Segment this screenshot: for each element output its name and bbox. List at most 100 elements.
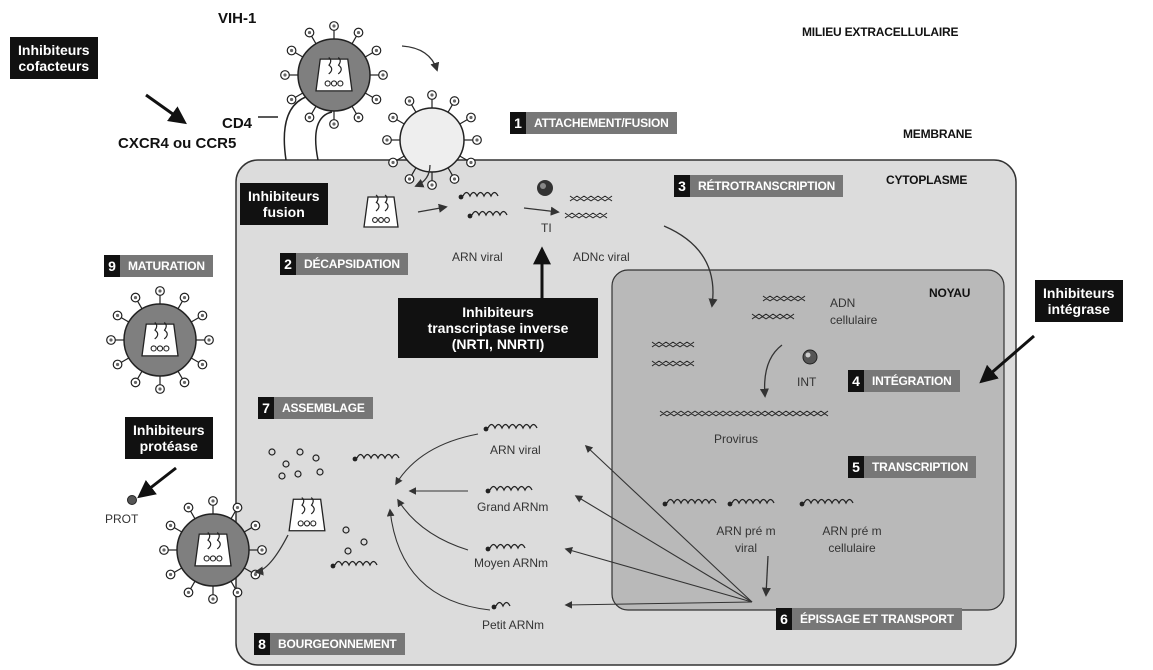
nuclear-dna-1 (651, 341, 695, 348)
assembly-rna-2 (334, 560, 378, 567)
inhibitor-rt-line3: (NRTI, NNRTI) (451, 336, 545, 352)
step-label: TRANSCRIPTION (864, 456, 977, 478)
step-label: DÉCAPSIDATION (296, 253, 408, 275)
arn-pre-m-cellulaire-label: ARN pré m cellulaire (800, 523, 904, 557)
step-number: 4 (848, 370, 864, 392)
step-5-transcription: 5 TRANSCRIPTION (848, 456, 977, 478)
prot-label: PROT (105, 512, 139, 526)
step-label: ÉPISSAGE ET TRANSPORT (792, 608, 962, 630)
step-1-attachement-fusion: 1 ATTACHEMENT/FUSION (510, 112, 677, 134)
inhibitor-cofactors-line2: cofacteurs (18, 58, 90, 74)
provirus-strand (659, 410, 829, 417)
arn-pre-m-cellulaire (803, 498, 854, 505)
inhibitor-protease-line2: protéase (139, 438, 198, 454)
int-label: INT (797, 375, 817, 389)
virus-label: VIH-1 (218, 10, 257, 27)
petit-arnm (495, 601, 511, 608)
arn-pre-m-cell-line1: ARN pré m (822, 524, 882, 538)
inhibitor-fusion: Inhibiteurs fusion (240, 183, 328, 225)
virus-hiv-1 (280, 21, 388, 129)
step-3-retrotranscription: 3 RÉTROTRANSCRIPTION (674, 175, 844, 197)
inhibitor-protease-line1: Inhibiteurs (133, 422, 205, 438)
inhibitor-protease: Inhibiteurs protéase (125, 417, 213, 459)
arn-viral-strand-2 (471, 210, 508, 217)
step-number: 9 (104, 255, 120, 277)
adnc-strand-2 (564, 212, 608, 219)
assembly-protein (316, 468, 324, 476)
petit-arnm-label: Petit ARNm (482, 618, 545, 632)
arn-viral-2-label: ARN viral (490, 443, 541, 457)
assembly-protein (344, 547, 352, 555)
assembly-protein (312, 454, 320, 462)
coreceptor-label: CXCR4 ou CCR5 (118, 135, 237, 152)
nucleus-label: NOYAU (929, 286, 971, 300)
step-number: 2 (280, 253, 296, 275)
inhibitor-cofactors-line1: Inhibiteurs (18, 42, 90, 58)
provirus-label: Provirus (714, 432, 759, 446)
extracellular-label: MILIEU EXTRACELLULAIRE (802, 25, 959, 39)
inhibitor-integrase-line2: intégrase (1047, 301, 1110, 317)
step-number: 3 (674, 175, 690, 197)
step-label: INTÉGRATION (864, 370, 960, 392)
assembly-protein (296, 448, 304, 456)
virus-budding (159, 496, 267, 604)
cd4-label: CD4 (222, 115, 253, 132)
nuclear-dna-2 (651, 360, 695, 367)
step-label: RÉTROTRANSCRIPTION (690, 175, 844, 197)
inhibitor-rt-line1: Inhibiteurs (462, 304, 534, 320)
step-number: 7 (258, 397, 274, 419)
inhibitor-integrase: Inhibiteurs intégrase (1035, 280, 1123, 322)
moyen-arnm (489, 543, 526, 550)
assembly-protein (282, 460, 290, 468)
step-label: ASSEMBLAGE (274, 397, 373, 419)
grand-arnm (489, 485, 533, 492)
moyen-arnm-label: Moyen ARNm (474, 556, 549, 570)
assembly-rna-1 (356, 453, 400, 460)
arn-viral-mature (487, 423, 538, 430)
prot-enzyme (127, 495, 137, 505)
inhibitor-fusion-line1: Inhibiteurs (248, 188, 320, 204)
adnc-strand-1 (569, 195, 613, 202)
arn-pre-m-viral-line1: ARN pré m (716, 524, 776, 538)
step-8-bourgeonnement: 8 BOURGEONNEMENT (254, 633, 405, 655)
ti-label: TI (541, 221, 552, 235)
cell-nucleus (611, 269, 1005, 611)
int-enzyme (802, 349, 818, 365)
adnc-viral-label: ADNc viral (573, 250, 630, 264)
adn-cellular-1 (762, 295, 806, 302)
step-number: 6 (776, 608, 792, 630)
arn-pre-m-viral-line2: viral (734, 541, 757, 555)
step-label: ATTACHEMENT/FUSION (526, 112, 677, 134)
assembly-protein (278, 472, 286, 480)
assembly-protein (360, 538, 368, 546)
arn-pre-m-viral-label: ARN pré m viral (712, 523, 780, 557)
inhibitor-integrase-line1: Inhibiteurs (1043, 285, 1115, 301)
inhibitor-fusion-line2: fusion (262, 204, 305, 220)
arn-pre-m-viral-1 (666, 498, 717, 505)
grand-arnm-label: Grand ARNm (477, 500, 549, 514)
arn-pre-m-viral-2 (731, 498, 775, 505)
membrane-label: MEMBRANE (903, 127, 973, 141)
assembly-protein (268, 448, 276, 456)
inhibitor-cofactors: Inhibiteurs cofacteurs (10, 37, 98, 79)
step-9-maturation: 9 MATURATION (104, 255, 213, 277)
adn-cellulaire-label: ADN cellulaire (830, 295, 877, 329)
inhibitor-rt-line2: transcriptase inverse (427, 320, 569, 336)
step-number: 8 (254, 633, 270, 655)
inhibitor-reverse-transcriptase: Inhibiteurs transcriptase inverse (NRTI,… (398, 298, 598, 358)
virus-mature (106, 286, 214, 394)
step-label: BOURGEONNEMENT (270, 633, 405, 655)
step-label: MATURATION (120, 255, 213, 277)
adn-cellular-2 (751, 313, 795, 320)
step-2-decapsidation: 2 DÉCAPSIDATION (280, 253, 408, 275)
adn-line2: cellulaire (830, 313, 878, 327)
assembly-protein (342, 526, 350, 534)
step-number: 1 (510, 112, 526, 134)
adn-line1: ADN (830, 296, 856, 310)
arn-pre-m-cell-line2: cellulaire (828, 541, 876, 555)
step-7-assemblage: 7 ASSEMBLAGE (258, 397, 373, 419)
assembly-protein (294, 470, 302, 478)
step-4-integration: 4 INTÉGRATION (848, 370, 960, 392)
